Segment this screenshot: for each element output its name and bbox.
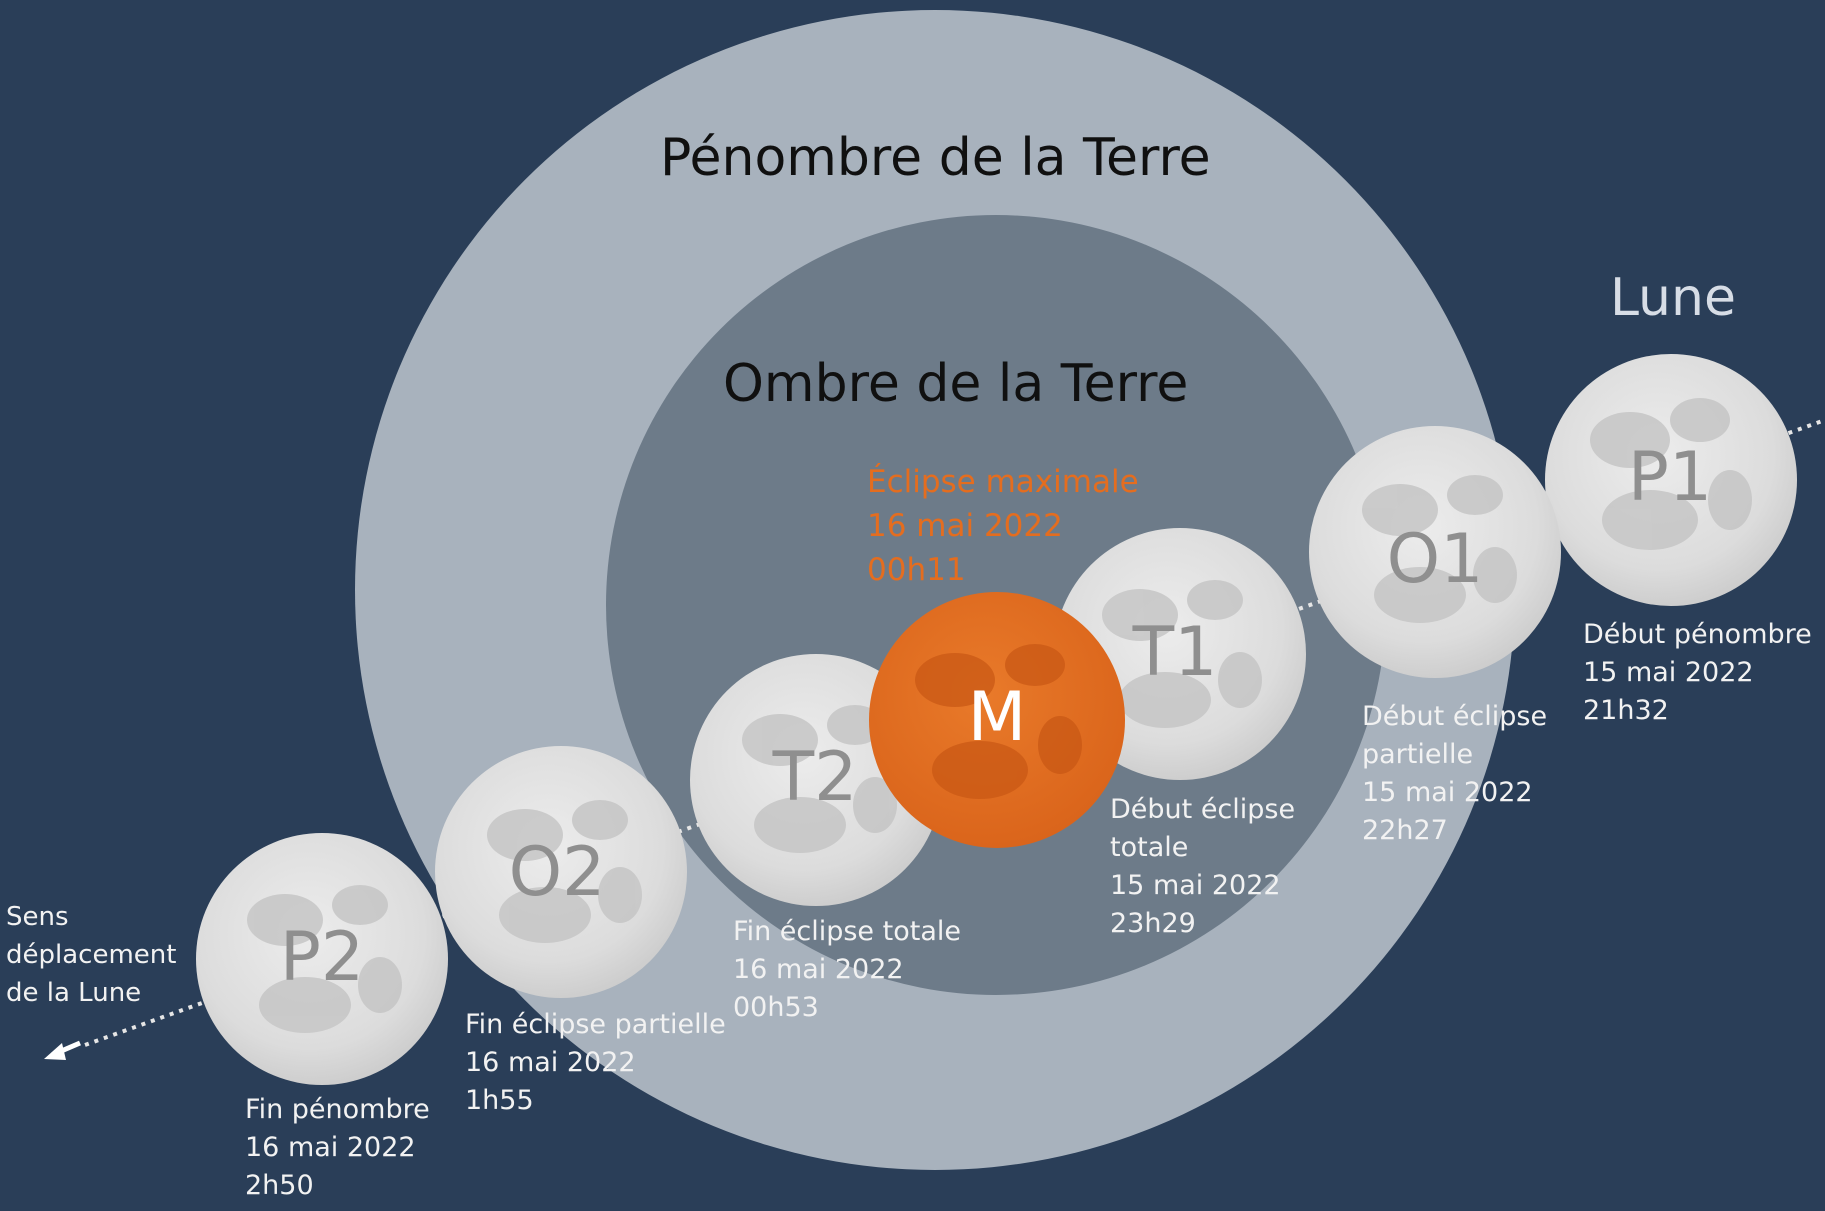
caption-line: 1h55 <box>465 1085 534 1116</box>
caption-t2: Fin éclipse totale 16 mai 2022 00h53 <box>733 913 961 1027</box>
caption-line: 00h53 <box>733 992 819 1023</box>
moon-p2 <box>196 833 448 1085</box>
moon-label-m: M <box>968 678 1027 757</box>
caption-max: Éclipse maximale 16 mai 2022 00h11 <box>867 460 1139 592</box>
direction-label-line: de la Lune <box>6 978 142 1008</box>
moon-label-o1: O1 <box>1387 520 1484 599</box>
caption-line: 15 mai 2022 <box>1110 870 1281 901</box>
moon-label-o2: O2 <box>509 833 606 912</box>
caption-line: Fin pénombre <box>245 1094 430 1125</box>
umbra-title: Ombre de la Terre <box>723 354 1189 414</box>
caption-line: Fin éclipse partielle <box>465 1009 726 1040</box>
caption-line: 16 mai 2022 <box>245 1132 416 1163</box>
caption-line: 00h11 <box>867 552 966 588</box>
moon-o2 <box>435 746 687 998</box>
caption-o1: Début éclipse partielle 15 mai 2022 22h2… <box>1362 698 1547 850</box>
caption-o2: Fin éclipse partielle 16 mai 2022 1h55 <box>465 1006 726 1120</box>
caption-line: 2h50 <box>245 1170 314 1201</box>
caption-line: 16 mai 2022 <box>733 954 904 985</box>
moon-label-t1: T1 <box>1132 613 1218 692</box>
moon-m <box>869 592 1125 848</box>
caption-line: partielle <box>1362 739 1474 770</box>
caption-line: Début éclipse <box>1362 701 1548 732</box>
caption-line: totale <box>1110 832 1189 863</box>
moon-label-p2: P2 <box>280 918 364 997</box>
caption-p1: Début pénombre 15 mai 2022 21h32 <box>1583 616 1812 730</box>
direction-arrow-icon <box>44 1040 81 1060</box>
penumbra-title: Pénombre de la Terre <box>660 128 1211 188</box>
caption-line: Éclipse maximale <box>867 464 1139 500</box>
moon-o1 <box>1309 426 1561 678</box>
caption-t1: Début éclipse totale 15 mai 2022 23h29 <box>1110 791 1295 943</box>
caption-line: Fin éclipse totale <box>733 916 961 947</box>
caption-line: 21h32 <box>1583 695 1669 726</box>
caption-line: 22h27 <box>1362 815 1448 846</box>
caption-line: 15 mai 2022 <box>1362 777 1533 808</box>
caption-p2: Fin pénombre 16 mai 2022 2h50 <box>245 1091 430 1205</box>
moon-title: Lune <box>1610 268 1736 328</box>
caption-line: 15 mai 2022 <box>1583 657 1754 688</box>
direction-label-line: Sens <box>6 902 69 932</box>
caption-line: 23h29 <box>1110 908 1196 939</box>
caption-line: Début éclipse <box>1110 794 1296 825</box>
caption-line: 16 mai 2022 <box>867 508 1063 544</box>
direction-label: Sens déplacement de la Lune <box>6 898 176 1012</box>
caption-line: 16 mai 2022 <box>465 1047 636 1078</box>
direction-label-line: déplacement <box>6 940 177 970</box>
caption-line: Début pénombre <box>1583 619 1812 650</box>
moon-label-t2: T2 <box>772 738 858 817</box>
moon-label-p1: P1 <box>1628 438 1712 517</box>
moon-p1 <box>1545 354 1797 606</box>
